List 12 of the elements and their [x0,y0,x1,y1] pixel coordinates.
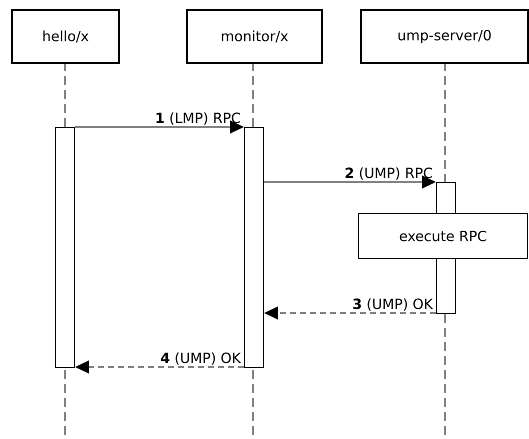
participant-box: monitor/x [186,9,323,64]
participant-box: ump-server/0 [360,9,529,64]
activation-bar [436,258,456,314]
participant-box: hello/x [11,9,120,64]
edge-label: 4 (UMP) OK [160,352,242,365]
activation-bar [244,127,264,368]
edge-label: 3 (UMP) OK [353,298,434,311]
activation-bar [436,182,456,214]
edge-label: 2 (UMP) RPC [346,167,432,180]
action-box: execute RPC [358,213,528,259]
activation-bar [55,127,75,368]
edge-label: 1 (LMP) RPC [156,112,240,125]
